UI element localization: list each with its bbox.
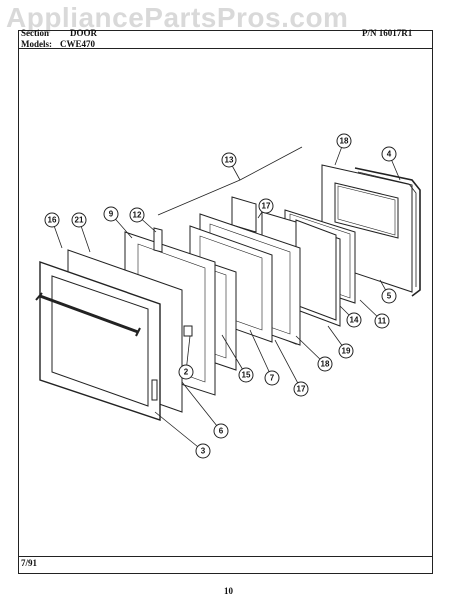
callout-balloon <box>381 146 397 162</box>
callout-number: 13 <box>225 156 234 165</box>
callout-balloon <box>374 313 390 329</box>
footer-divider <box>18 556 433 557</box>
callout-17: 17 <box>257 198 274 219</box>
callout-leader <box>181 381 222 432</box>
callout-balloon <box>44 212 60 228</box>
footer-page-number: 10 <box>224 586 233 596</box>
callout-number: 18 <box>340 137 349 146</box>
callout-leader <box>274 339 302 390</box>
callout-9: 9 <box>103 206 133 239</box>
callout-19: 19 <box>327 325 354 359</box>
callout-balloon <box>195 443 211 459</box>
callout-16: 16 <box>44 212 63 249</box>
door-handle <box>35 292 141 337</box>
door-seal <box>354 167 421 297</box>
callout-7: 7 <box>249 329 280 386</box>
callout-balloon <box>213 423 229 439</box>
callout-number: 2 <box>184 368 189 377</box>
callout-number: 18 <box>321 360 330 369</box>
callout-leader <box>154 411 204 452</box>
callout-balloon <box>221 152 237 168</box>
callout-number: 19 <box>342 347 351 356</box>
callout-balloon <box>381 288 397 304</box>
callout-17: 17 <box>274 339 309 397</box>
hinge-bracket <box>153 227 163 253</box>
callout-leader <box>249 329 273 379</box>
models-value: CWE470 <box>60 39 96 49</box>
callout-14: 14 <box>339 305 362 328</box>
section-value: DOOR <box>70 28 97 38</box>
callout-number: 11 <box>378 317 387 326</box>
callout-number: 12 <box>133 211 142 220</box>
callout-balloon <box>71 212 87 228</box>
callout-4: 4 <box>381 146 401 181</box>
callout-number: 3 <box>201 447 206 456</box>
callout-2: 2 <box>178 335 194 380</box>
callout-12: 12 <box>129 207 157 233</box>
callout-balloon <box>336 133 352 149</box>
callout-number: 14 <box>350 316 359 325</box>
callout-number: 15 <box>242 371 251 380</box>
callout-balloon <box>258 198 274 214</box>
callout-21: 21 <box>71 212 91 253</box>
callout-5: 5 <box>379 279 397 304</box>
callout-number: 16 <box>48 216 57 225</box>
section-label: Section <box>21 28 49 38</box>
callout-number: 17 <box>262 202 271 211</box>
page-frame <box>18 30 433 574</box>
callout-15: 15 <box>221 334 254 383</box>
callout-number: 4 <box>387 150 392 159</box>
callout-number: 6 <box>219 427 224 436</box>
callout-3: 3 <box>154 411 211 459</box>
callout-leader <box>221 334 247 376</box>
header-divider <box>18 48 433 49</box>
callout-balloon <box>338 343 354 359</box>
callout-6: 6 <box>181 381 229 439</box>
callout-number: 21 <box>75 216 84 225</box>
callout-balloon <box>129 207 145 223</box>
watermark: AppliancePartsPros.com <box>6 2 349 33</box>
callout-13: 13 <box>221 152 241 181</box>
callout-balloon <box>293 381 309 397</box>
callout-balloon <box>178 364 194 380</box>
callout-number: 9 <box>109 210 114 219</box>
callout-balloon <box>238 367 254 383</box>
models-label: Models: <box>21 39 52 49</box>
callout-balloon <box>103 206 119 222</box>
page-reference: P/N 16017R1 <box>362 28 413 38</box>
callout-18: 18 <box>295 335 333 372</box>
callout-number: 5 <box>387 292 392 301</box>
callout-11: 11 <box>359 299 390 329</box>
callout-balloon <box>346 312 362 328</box>
footer-date: 7/91 <box>21 558 38 568</box>
callout-number: 17 <box>297 385 306 394</box>
callout-18: 18 <box>334 133 352 166</box>
callout-number: 7 <box>270 374 275 383</box>
callout-balloon <box>317 356 333 372</box>
callout-balloon <box>264 370 280 386</box>
